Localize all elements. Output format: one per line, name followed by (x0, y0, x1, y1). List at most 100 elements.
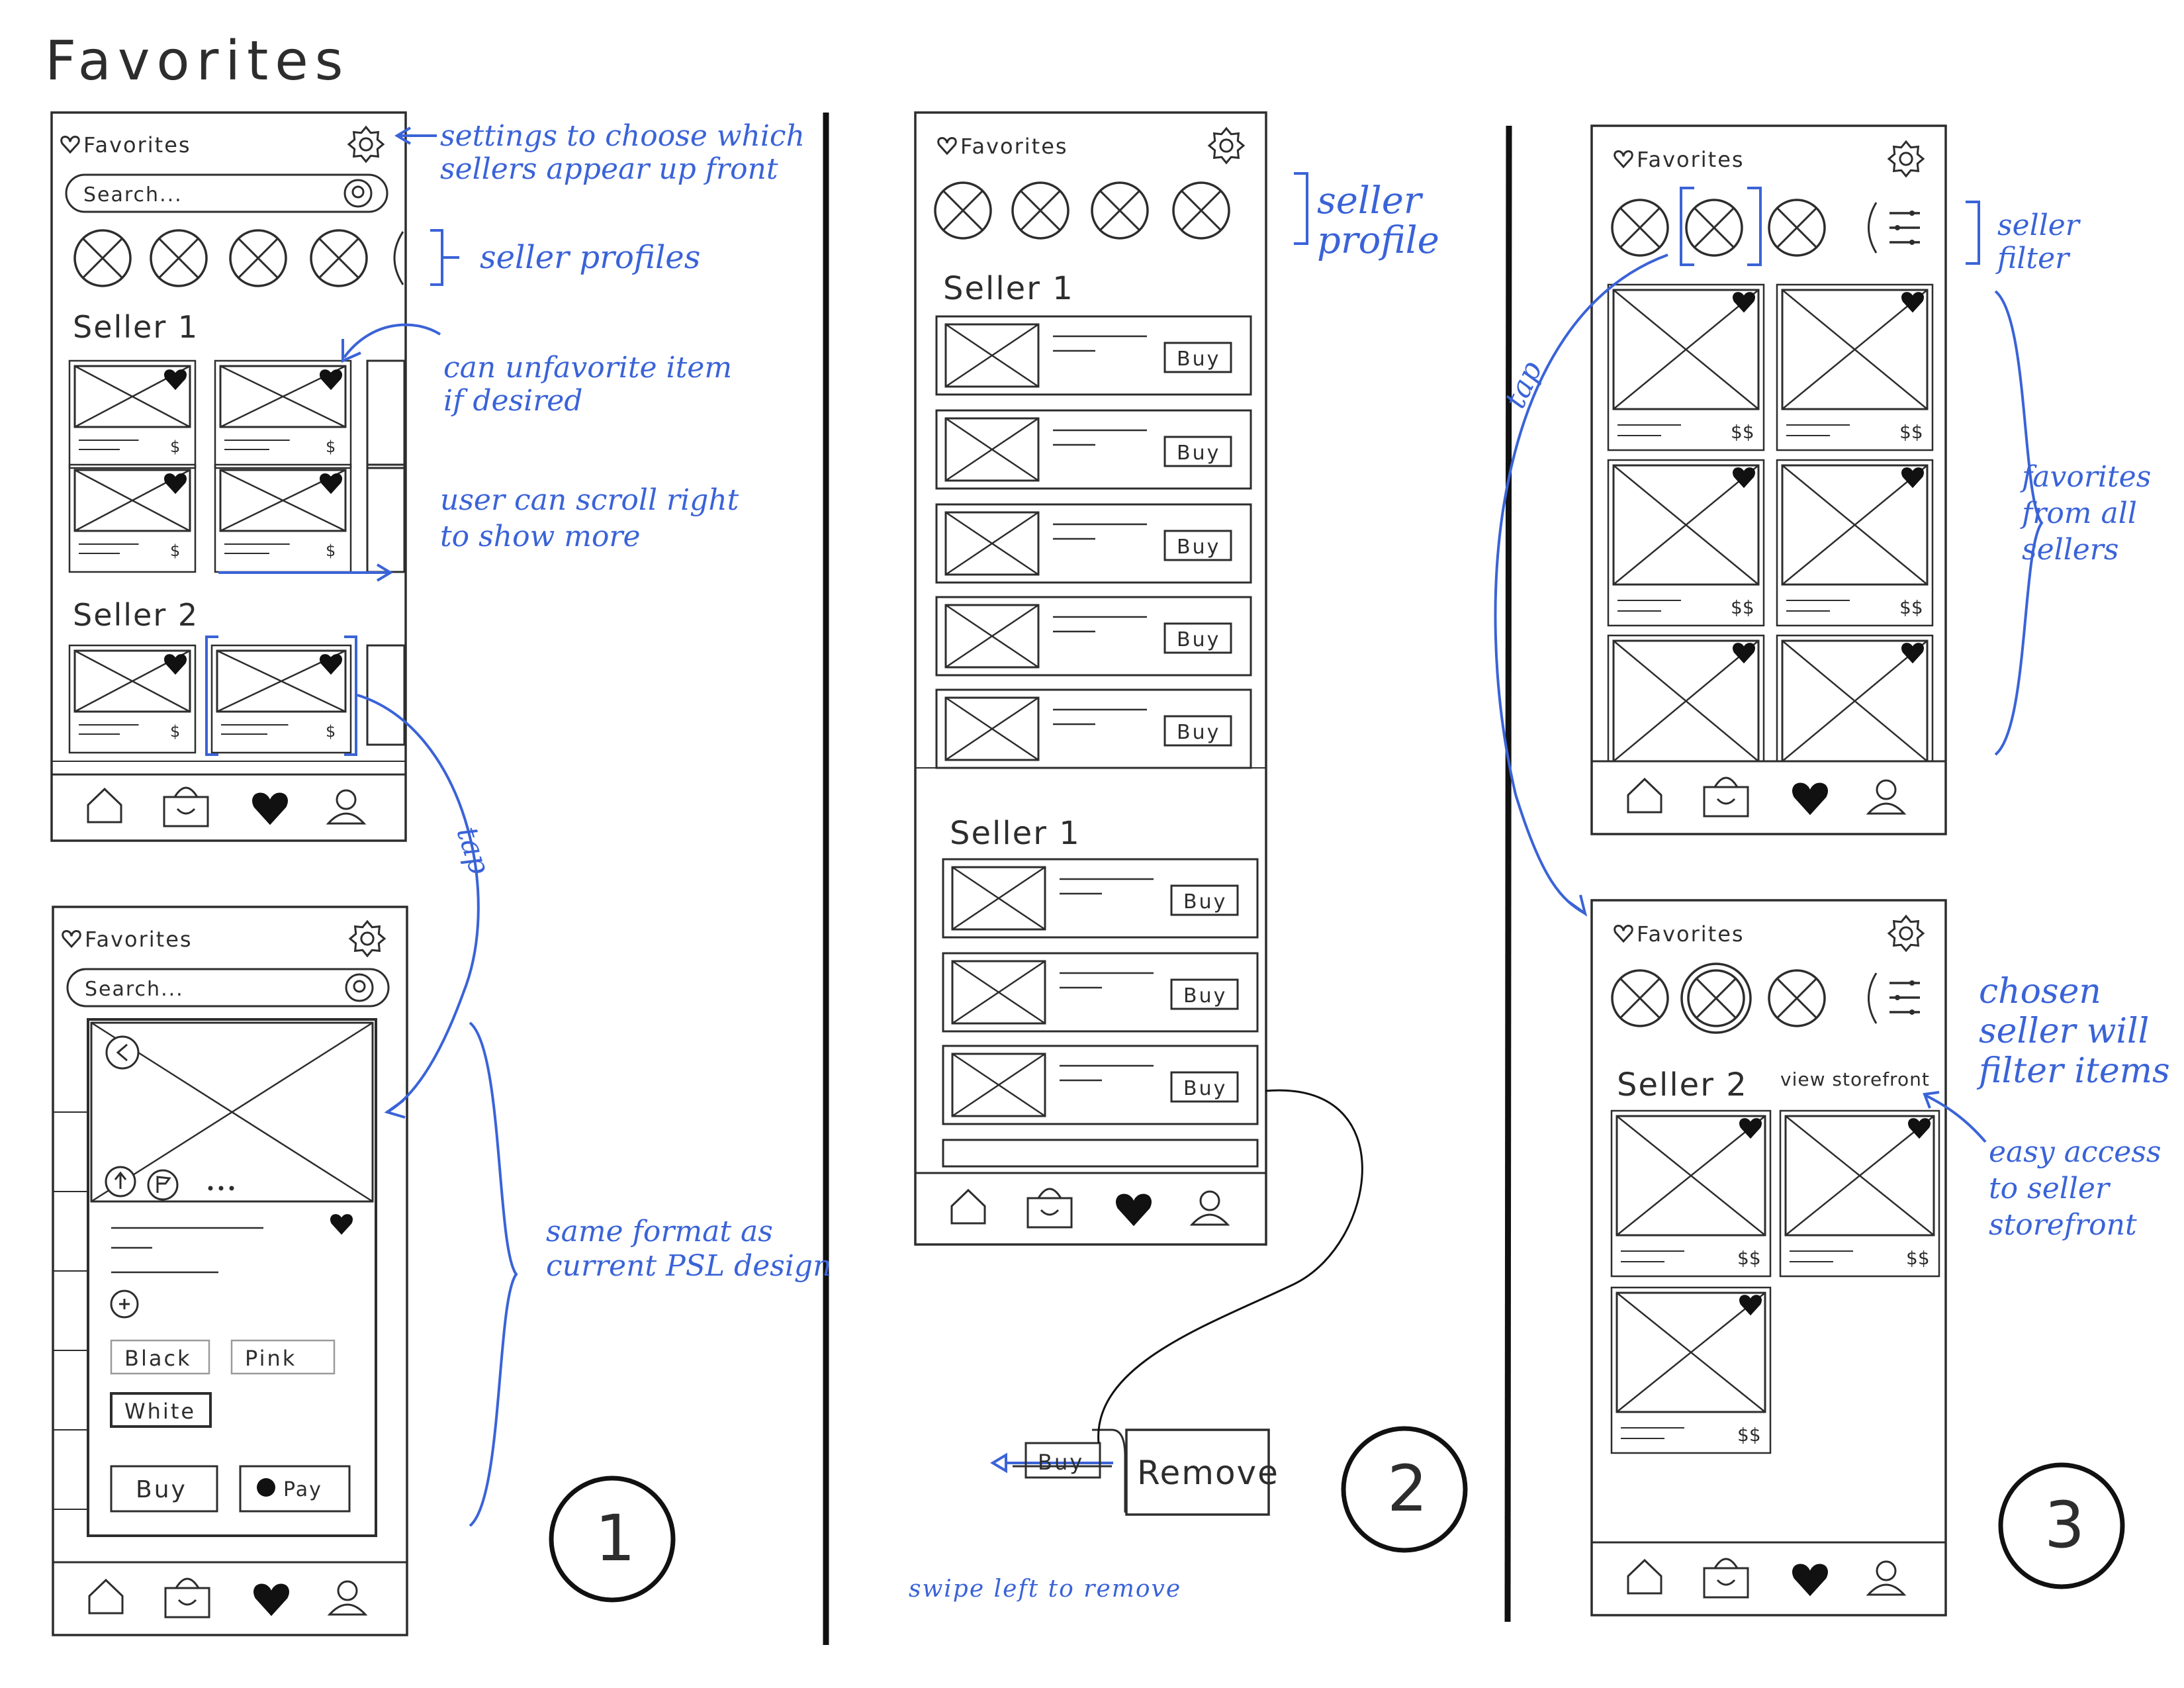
seller-profile-avatar[interactable] (1611, 969, 1669, 1027)
profile-icon[interactable] (327, 1580, 368, 1616)
product-card[interactable] (1776, 634, 1934, 763)
share-icon[interactable] (105, 1166, 136, 1197)
favorite-list-row[interactable]: Buy (942, 952, 1259, 1033)
profile-icon[interactable] (1866, 1560, 1907, 1596)
home-icon[interactable] (1627, 777, 1662, 814)
color-option-white[interactable]: White (110, 1392, 212, 1428)
home-icon[interactable] (88, 1578, 124, 1615)
search-input[interactable]: Search... (66, 968, 390, 1008)
favorites-tab-heart-icon[interactable] (253, 1583, 289, 1617)
buy-button[interactable]: Buy (1163, 436, 1232, 467)
buy-button[interactable]: Buy (1024, 1442, 1101, 1479)
seller-profile-avatar[interactable] (73, 229, 132, 287)
gear-icon[interactable] (1887, 914, 1925, 953)
unfavorite-heart-icon[interactable] (320, 369, 342, 391)
buy-button[interactable]: Buy (1163, 530, 1232, 561)
color-option-black[interactable]: Black (110, 1339, 210, 1375)
add-icon[interactable] (110, 1289, 139, 1319)
profile-icon[interactable] (1189, 1190, 1230, 1226)
gear-icon[interactable] (347, 125, 385, 164)
unfavorite-heart-icon[interactable] (164, 654, 187, 675)
seller-profile-avatar[interactable] (1768, 969, 1826, 1027)
unfavorite-heart-icon[interactable] (1733, 643, 1755, 664)
seller-profile-avatar[interactable] (1172, 181, 1230, 240)
color-option-pink[interactable]: Pink (230, 1339, 336, 1375)
favorite-list-row[interactable]: Buy (935, 503, 1252, 584)
seller-profile-avatar[interactable] (1768, 199, 1826, 257)
gear-icon[interactable] (1207, 126, 1246, 165)
product-card[interactable]: $$ (1607, 283, 1765, 451)
unfavorite-heart-icon[interactable] (164, 473, 187, 494)
unfavorite-heart-icon[interactable] (1739, 1295, 1762, 1316)
favorite-list-row[interactable]: Buy (935, 409, 1252, 490)
home-icon[interactable] (950, 1188, 986, 1225)
buy-button[interactable]: Buy (1170, 884, 1239, 916)
favorites-tab-heart-icon[interactable] (1116, 1194, 1152, 1227)
back-icon[interactable] (105, 1035, 140, 1070)
favorites-tab-heart-icon[interactable] (1792, 1564, 1828, 1597)
seller-profile-avatar[interactable] (1011, 181, 1069, 240)
buy-button[interactable]: Buy (1170, 1071, 1239, 1103)
bag-icon[interactable] (164, 1577, 210, 1618)
seller-profile-avatar[interactable] (1611, 199, 1669, 257)
unfavorite-heart-icon[interactable] (1739, 1118, 1762, 1139)
bag-icon[interactable] (1026, 1188, 1073, 1229)
flag-icon[interactable] (147, 1169, 179, 1201)
profile-icon[interactable] (326, 789, 367, 825)
profile-icon[interactable] (1866, 779, 1907, 815)
buy-button[interactable]: Buy (1163, 715, 1232, 747)
more-icon[interactable] (208, 1186, 234, 1191)
favorite-list-row[interactable]: Buy (935, 596, 1252, 677)
buy-button[interactable]: Buy (1163, 622, 1232, 654)
favorites-tab-heart-icon[interactable] (252, 792, 288, 825)
seller-profile-avatar[interactable] (310, 229, 368, 287)
favorite-list-row[interactable]: Buy (935, 315, 1252, 396)
unfavorite-heart-icon[interactable] (1901, 643, 1924, 664)
bag-icon[interactable] (163, 786, 209, 827)
seller-profile-avatar[interactable] (150, 229, 208, 287)
seller-profile-avatar[interactable] (1685, 199, 1743, 257)
buy-button[interactable]: Buy (110, 1465, 218, 1513)
unfavorite-heart-icon[interactable] (1908, 1118, 1931, 1139)
filter-icon[interactable] (1889, 980, 1920, 1015)
unfavorite-heart-icon[interactable] (164, 369, 187, 391)
seller-profile-avatar[interactable] (934, 181, 992, 240)
home-icon[interactable] (1627, 1558, 1662, 1595)
product-card[interactable]: $ (210, 644, 352, 754)
unfavorite-heart-icon[interactable] (1901, 467, 1924, 489)
home-icon[interactable] (87, 787, 122, 823)
product-card[interactable]: $ (68, 359, 197, 469)
product-card[interactable]: $ (68, 644, 197, 754)
product-card[interactable]: $$ (1607, 459, 1765, 627)
favorite-list-row[interactable]: Buy (935, 688, 1252, 769)
seller-profile-avatar[interactable] (1680, 962, 1752, 1034)
remove-button[interactable]: Remove (1125, 1429, 1279, 1516)
product-card[interactable]: $$ (1776, 459, 1934, 627)
search-input[interactable]: Search... (65, 173, 388, 213)
product-card[interactable]: $ (214, 359, 352, 469)
filter-icon[interactable] (1889, 211, 1920, 245)
unfavorite-heart-icon[interactable] (1901, 292, 1924, 313)
gear-icon[interactable] (1887, 140, 1925, 178)
seller-profile-avatar[interactable] (1091, 181, 1149, 240)
product-card[interactable]: $$ (1610, 1109, 1772, 1278)
buy-button[interactable]: Buy (1163, 342, 1232, 373)
unfavorite-heart-icon[interactable] (320, 473, 342, 494)
favorite-list-row[interactable]: Buy (942, 858, 1259, 939)
unfavorite-heart-icon[interactable] (1733, 467, 1755, 489)
product-card[interactable]: $$ (1776, 283, 1934, 451)
product-card[interactable] (1607, 634, 1765, 763)
product-card[interactable]: $$ (1610, 1286, 1772, 1454)
product-card[interactable]: $ (214, 463, 352, 573)
favorites-tab-heart-icon[interactable] (1792, 782, 1828, 816)
bag-icon[interactable] (1703, 776, 1749, 818)
view-storefront-link[interactable]: view storefront (1780, 1068, 1930, 1090)
unfavorite-heart-icon[interactable] (320, 654, 342, 675)
modal-favorite-heart-icon[interactable] (330, 1214, 353, 1235)
buy-button[interactable]: Buy (1170, 978, 1239, 1010)
gear-icon[interactable] (348, 919, 387, 958)
seller-profile-avatar[interactable] (229, 229, 287, 287)
product-card[interactable]: $ (68, 463, 197, 573)
product-card[interactable]: $$ (1779, 1109, 1940, 1278)
